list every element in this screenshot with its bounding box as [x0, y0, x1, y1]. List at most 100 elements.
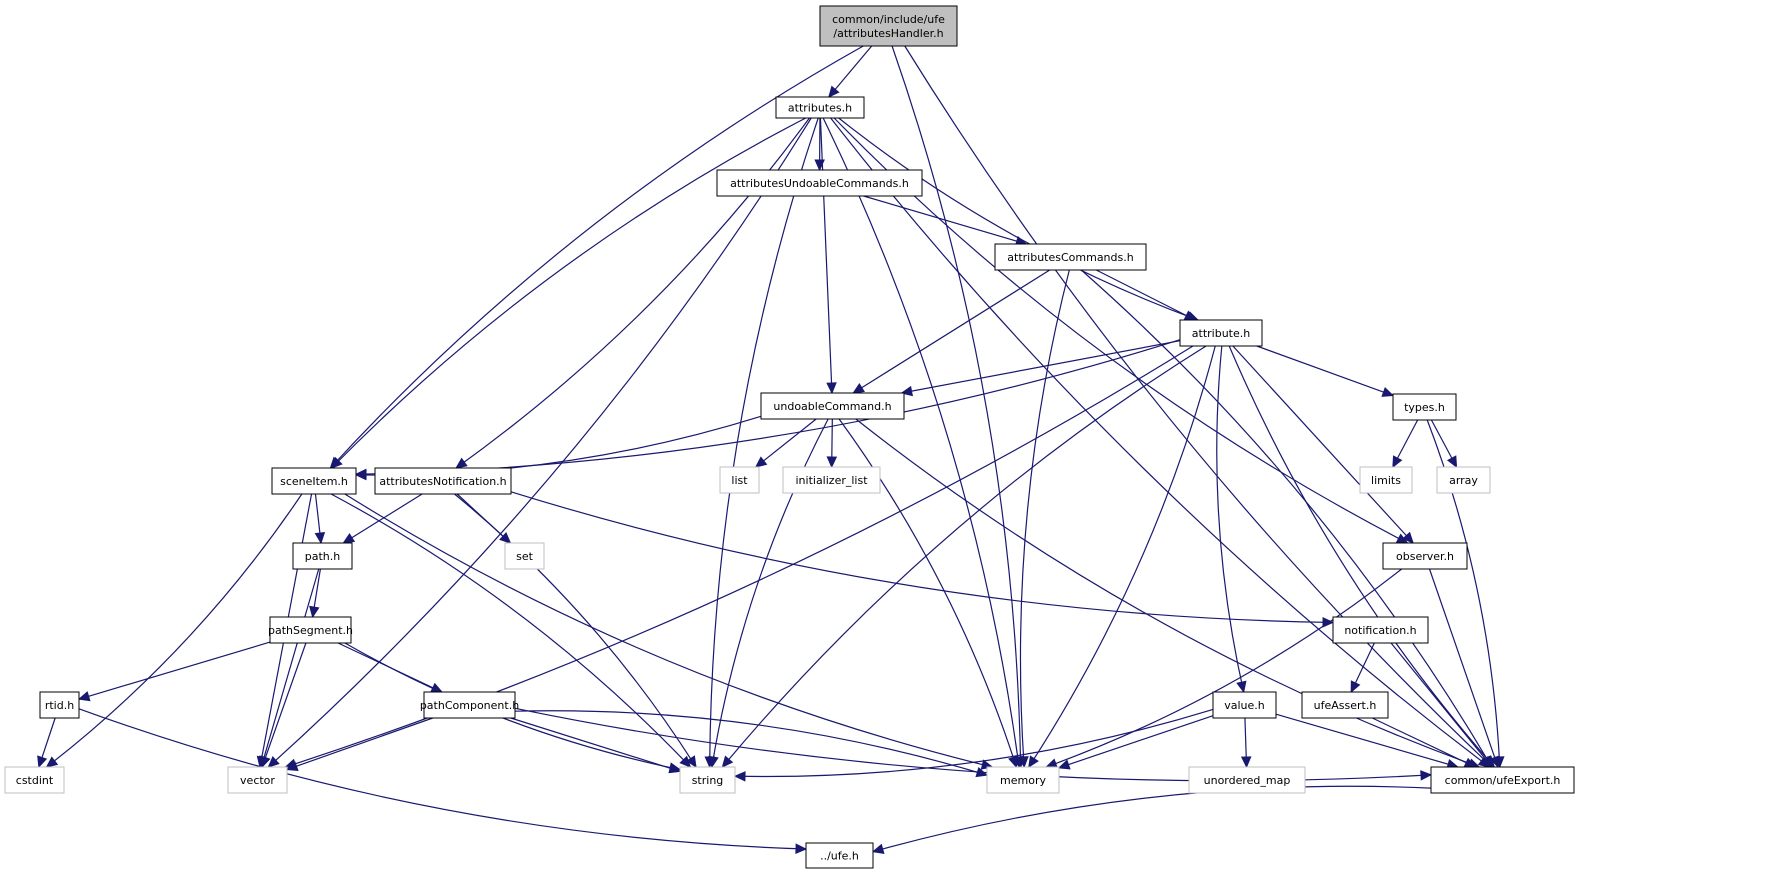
edge-notification-to-ufeExport: [1390, 642, 1493, 768]
node-initializer_list: initializer_list: [782, 466, 881, 494]
edge-attributes-to-undoableCommand: [819, 117, 833, 394]
arrowhead-notification-to-ufeAssert: [1350, 680, 1361, 694]
edge-sceneItem-to-memory: [344, 493, 993, 768]
edge-pathComponent-to-memory: [514, 710, 988, 776]
node-box-pathComponent: [423, 691, 516, 719]
arrowhead-observer-to-ufeExport: [1489, 755, 1500, 769]
edge-sceneItem-to-string: [330, 493, 691, 768]
node-label-initializer_list: initializer_list: [795, 474, 868, 487]
node-label-vector: vector: [240, 774, 275, 787]
node-label-attributesCommands: attributesCommands.h: [1007, 251, 1133, 264]
node-vector: vector: [227, 766, 288, 794]
node-label-attributesHandler: common/include/ufe: [832, 13, 945, 26]
arrowhead-undoableCommand-to-list: [754, 456, 768, 468]
arrowhead-value-to-memory: [1057, 759, 1071, 770]
node-box-string: [679, 766, 736, 794]
node-list: list: [719, 466, 760, 494]
node-label-limits: limits: [1371, 474, 1401, 487]
node-undoableCommand[interactable]: undoableCommand.h: [760, 392, 905, 420]
edge-pathComponent-to-vector: [286, 717, 433, 771]
edge-rtid-to-ufe: [78, 708, 807, 850]
node-box-attributesNotification: [374, 467, 512, 495]
node-ufe[interactable]: ../ufe.h: [805, 842, 874, 869]
node-sceneItem[interactable]: sceneItem.h: [271, 467, 357, 495]
node-array: array: [1436, 466, 1491, 494]
node-box-initializer_list: [782, 466, 881, 494]
node-attributesCommands[interactable]: attributesCommands.h: [994, 243, 1147, 271]
node-set: set: [504, 542, 545, 570]
arrowhead-attributes-to-undoableCommand: [826, 382, 837, 395]
node-box-sceneItem: [271, 467, 357, 495]
node-box-attributesCommands: [994, 243, 1147, 271]
edge-attribute-to-observer: [1232, 345, 1414, 544]
arrowhead-undoableCommand-to-string: [708, 755, 719, 769]
node-box-list: [719, 466, 760, 494]
node-box-ufe: [805, 842, 874, 869]
node-box-limits: [1359, 466, 1413, 494]
edge-value-to-ufeExport: [1275, 713, 1458, 768]
node-ufeExport[interactable]: common/ufeExport.h: [1430, 766, 1575, 794]
node-box-path: [292, 542, 353, 570]
node-box-notification: [1332, 616, 1429, 644]
arrowhead-sceneItem-to-cstdint: [45, 756, 59, 768]
arrowhead-value-to-unordered_map: [1240, 756, 1252, 769]
node-attributesHandler[interactable]: common/include/ufe/attributesHandler.h: [819, 5, 958, 47]
node-box-undoableCommand: [760, 392, 905, 420]
arrowhead-pathComponent-to-ufeExport: [1420, 770, 1433, 781]
edge-attribute-to-types: [1256, 345, 1394, 397]
node-rtid[interactable]: rtid.h: [39, 691, 80, 719]
node-box-pathSegment: [269, 616, 352, 644]
arrowhead-attributes-to-vector: [267, 756, 280, 768]
node-box-vector: [227, 766, 288, 794]
arrowhead-ufeExport-to-ufe: [871, 843, 885, 854]
arrowhead-attributesNotification-to-path: [342, 532, 356, 544]
edge-attributes-to-string: [709, 117, 819, 768]
arrowhead-attributesHandler-to-attributes: [828, 85, 840, 98]
node-box-attribute: [1179, 319, 1263, 347]
node-box-attributesUndoableCommands: [716, 169, 923, 197]
node-types[interactable]: types.h: [1392, 393, 1457, 421]
node-label-attributes: attributes.h: [788, 102, 852, 115]
node-ufeAssert[interactable]: ufeAssert.h: [1301, 691, 1389, 719]
node-limits: limits: [1359, 466, 1413, 494]
arrowhead-undoableCommand-to-sceneItem: [354, 469, 367, 481]
edge-ufeAssert-to-ufeExport: [1372, 717, 1476, 768]
node-value[interactable]: value.h: [1212, 691, 1277, 719]
edge-attributesHandler-to-memory: [891, 45, 1022, 768]
node-attributesUndoableCommands[interactable]: attributesUndoableCommands.h: [716, 169, 923, 197]
edge-attributesNotification-to-notification: [510, 491, 1334, 624]
arrowhead-attributesNotification-to-string: [685, 755, 697, 769]
node-path[interactable]: path.h: [292, 542, 353, 570]
edge-attribute-to-vector: [285, 345, 1194, 768]
edge-attributesNotification-to-string: [454, 493, 697, 768]
edge-attribute-to-value: [1216, 345, 1245, 693]
arrowhead-attribute-to-string: [721, 755, 734, 768]
node-box-observer: [1382, 542, 1468, 570]
node-attribute[interactable]: attribute.h: [1179, 319, 1263, 347]
node-notification[interactable]: notification.h: [1332, 616, 1429, 644]
edge-attributesCommands-to-ufeExport: [1080, 269, 1493, 768]
edge-attributesHandler-to-sceneItem: [329, 45, 864, 469]
node-box-memory: [986, 766, 1060, 794]
edge-undoableCommand-to-ufeExport: [855, 418, 1480, 768]
edge-attributes-to-sceneItem: [331, 117, 807, 469]
node-box-attributes: [775, 96, 865, 119]
node-attributes[interactable]: attributes.h: [775, 96, 865, 119]
node-box-set: [504, 542, 545, 570]
node-label-ufeExport: common/ufeExport.h: [1445, 774, 1561, 787]
nodes-layer: common/include/ufe/attributesHandler.h at…: [4, 5, 1575, 869]
node-label-types: types.h: [1404, 401, 1445, 414]
node-observer[interactable]: observer.h: [1382, 542, 1468, 570]
edge-path-to-vector: [260, 568, 320, 768]
node-pathSegment[interactable]: pathSegment.h: [268, 616, 353, 644]
edge-pathComponent-to-string: [510, 717, 681, 772]
node-box-rtid: [39, 691, 80, 719]
edge-attributes-to-attribute: [838, 117, 1199, 321]
edge-undoableCommand-to-list: [755, 418, 817, 468]
node-label-pathSegment: pathSegment.h: [268, 624, 353, 637]
node-attributesNotification[interactable]: attributesNotification.h: [374, 467, 512, 495]
edge-value-to-memory: [1058, 715, 1214, 769]
node-pathComponent[interactable]: pathComponent.h: [420, 691, 519, 719]
arrowhead-pathComponent-to-string: [668, 763, 682, 774]
